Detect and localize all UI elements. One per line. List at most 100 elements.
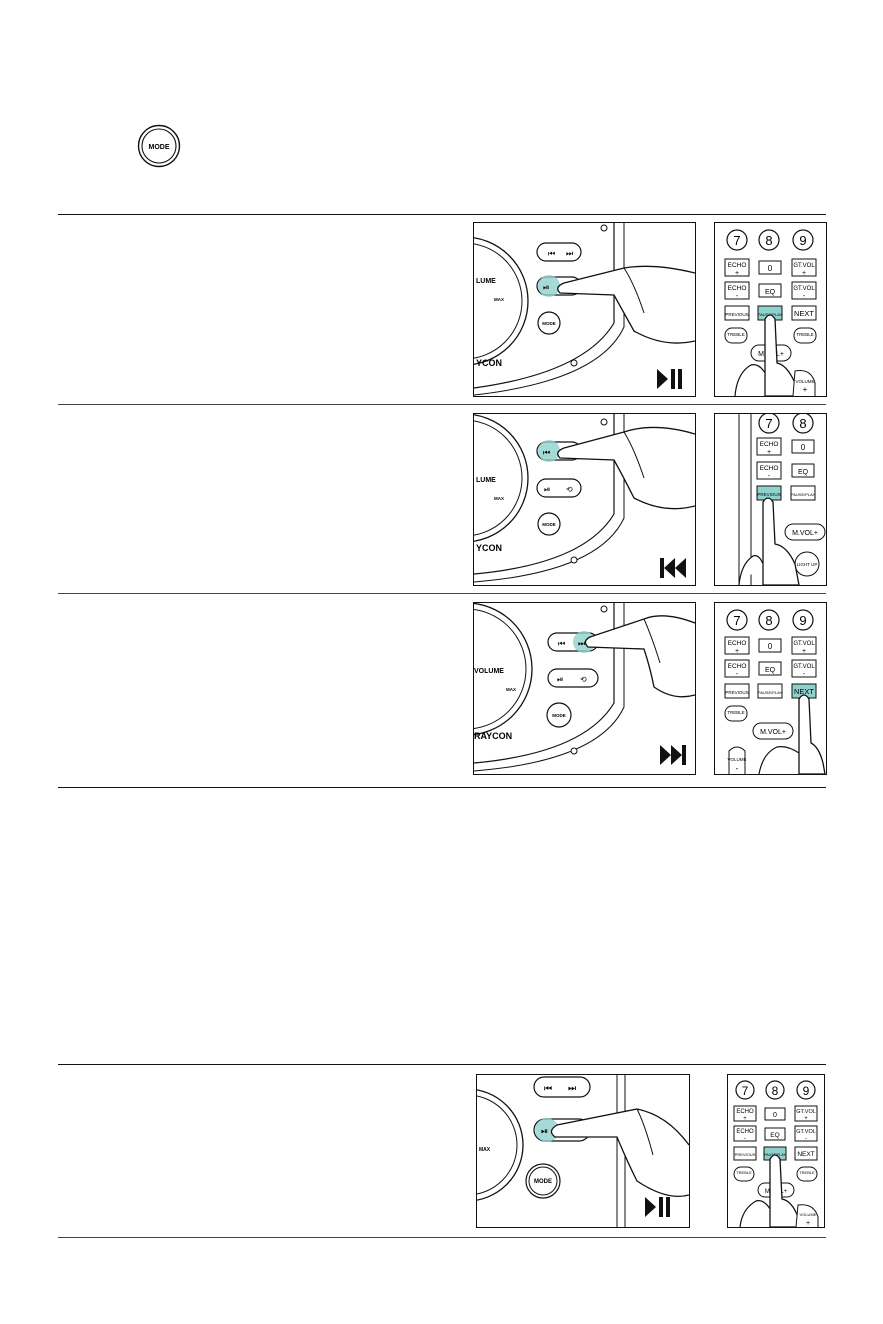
remote-illustration-next: 7 8 9 ECHO + 0 GT.VOL + ECHO - EQ GT.VOL… [714,602,827,775]
svg-text:YCON: YCON [476,543,502,553]
svg-text:ECHO: ECHO [728,285,747,292]
skip-previous-icon [660,558,686,578]
svg-text:LIGHT UP: LIGHT UP [797,562,818,567]
svg-text:+: + [735,270,739,277]
svg-text:PREVIOUS: PREVIOUS [725,312,748,317]
svg-text:TREBLE: TREBLE [727,710,745,715]
svg-text:TREBLE: TREBLE [736,1170,752,1175]
speaker-illustration-play-pause-2: MAX ⏮ ⏭ ⏯ MODE [476,1074,690,1228]
brand-label: YCON [476,358,502,368]
svg-text:-: - [744,1136,746,1142]
svg-text:PAUSE/PLAY: PAUSE/PLAY [791,492,816,497]
svg-text:0: 0 [768,264,773,273]
svg-text:+: + [804,1116,808,1122]
svg-text:M.VOL+: M.VOL+ [760,729,786,736]
svg-text:⏮: ⏮ [543,448,550,457]
svg-text:0: 0 [801,443,806,452]
svg-text:EQ: EQ [770,1132,779,1139]
svg-text:MAX: MAX [506,687,516,692]
svg-text:-: - [736,671,739,678]
svg-text:7: 7 [765,416,772,431]
speaker-illustration-play-pause: LUME MAX YCON ⏮ ⏭ ⏯ MODE [473,222,696,397]
row-divider-1 [58,404,826,405]
svg-text:ECHO: ECHO [760,441,779,448]
svg-text:ECHO: ECHO [728,262,747,269]
remote-illustration-play-pause-2: 7 8 9 ECHO + 0 GT.VOL + ECHO - EQ GT.VOL… [727,1074,825,1228]
svg-text:⏯: ⏯ [543,283,549,292]
speaker-illustration-previous: LUME MAX YCON ⏮ ⏯ ⟲ MODE [473,413,696,586]
svg-text:M.VOL+: M.VOL+ [792,530,818,537]
section-divider-lower [58,1064,826,1065]
svg-text:-: - [736,293,739,300]
svg-text:+: + [767,449,771,456]
svg-text:RAYCON: RAYCON [474,731,512,741]
svg-text:VOLUME: VOLUME [795,379,814,384]
svg-text:ECHO: ECHO [760,465,779,472]
svg-text:⏯: ⏯ [541,1127,548,1137]
svg-text:PAUSE/PLAY: PAUSE/PLAY [758,690,783,695]
svg-text:LUME: LUME [476,278,496,285]
row-divider-2 [58,593,826,594]
svg-text:TREBLE: TREBLE [727,332,745,337]
svg-text:EQ: EQ [765,667,776,674]
section-divider-bottom [58,1237,826,1238]
svg-text:ECHO: ECHO [728,663,747,670]
svg-text:⏮: ⏮ [544,1084,552,1094]
svg-text:-: - [803,293,806,300]
svg-text:0: 0 [773,1112,777,1119]
svg-text:VOLUME: VOLUME [800,1212,817,1217]
svg-text:MAX: MAX [494,297,504,302]
remote-illustration-previous: 7 8 ECHO + 0 ECHO - EQ PREVIOUS PAUSE/PL… [714,413,827,586]
svg-text:+: + [803,385,808,394]
mode-button-icon: MODE [137,124,181,168]
svg-text:EQ: EQ [798,469,809,476]
svg-text:-: - [803,671,806,678]
svg-text:GT.VOL: GT.VOL [796,1109,816,1115]
svg-text:8: 8 [772,1084,779,1098]
svg-text:MODE: MODE [542,321,556,326]
svg-text:NEXT: NEXT [794,309,814,318]
skip-next-icon [660,745,686,765]
svg-text:MAX: MAX [479,1147,491,1153]
svg-text:LUME: LUME [476,477,496,484]
svg-text:+: + [802,270,806,277]
svg-text:PREVIOUS: PREVIOUS [735,1152,756,1157]
svg-text:MODE: MODE [542,522,556,527]
svg-text:GT.VOL: GT.VOL [793,286,815,292]
play-pause-icon [657,369,682,389]
svg-text:GT.VOL: GT.VOL [796,1129,816,1135]
svg-text:VOLUME: VOLUME [474,668,504,675]
svg-text:NEXT: NEXT [797,1151,814,1158]
svg-text:+: + [806,1220,810,1227]
svg-text:+: + [802,648,806,655]
svg-text:8: 8 [765,233,772,248]
speaker-illustration-next: VOLUME MAX RAYCON ⏮ ⏭ ⏯ ⟲ MODE [473,602,696,775]
svg-text:+: + [743,1116,747,1122]
svg-text:8: 8 [799,416,806,431]
svg-text:GT.VOL: GT.VOL [793,263,815,269]
svg-text:ECHO: ECHO [736,1109,754,1115]
svg-text:EQ: EQ [765,289,776,296]
play-pause-icon-2 [645,1197,670,1217]
svg-text:ECHO: ECHO [728,640,747,647]
svg-text:NEXT: NEXT [794,687,814,696]
svg-text:VOLUME: VOLUME [727,757,746,762]
svg-text:⏭: ⏭ [568,1084,576,1094]
svg-text:PREVIOUS: PREVIOUS [757,492,780,497]
svg-text:8: 8 [765,613,772,628]
svg-text:⏭: ⏭ [578,639,585,648]
remote-illustration-play-pause: 7 8 9 ECHO + 0 GT.VOL + ECHO - EQ GT.VOL… [714,222,827,397]
svg-text:9: 9 [799,233,806,248]
svg-text:⏮: ⏮ [558,639,565,648]
svg-text:GT.VOL: GT.VOL [793,641,815,647]
mode-button-label: MODE [149,144,170,151]
svg-text:⟲: ⟲ [580,675,587,684]
svg-text:MAX: MAX [494,496,504,501]
svg-text:⏭: ⏭ [566,249,573,258]
svg-text:TREBLE: TREBLE [796,332,814,337]
svg-text:0: 0 [768,642,773,651]
svg-text:GT.VOL: GT.VOL [793,664,815,670]
svg-text:ECHO: ECHO [736,1129,754,1135]
svg-text:-: - [805,1136,807,1142]
svg-text:⏯: ⏯ [544,485,550,494]
